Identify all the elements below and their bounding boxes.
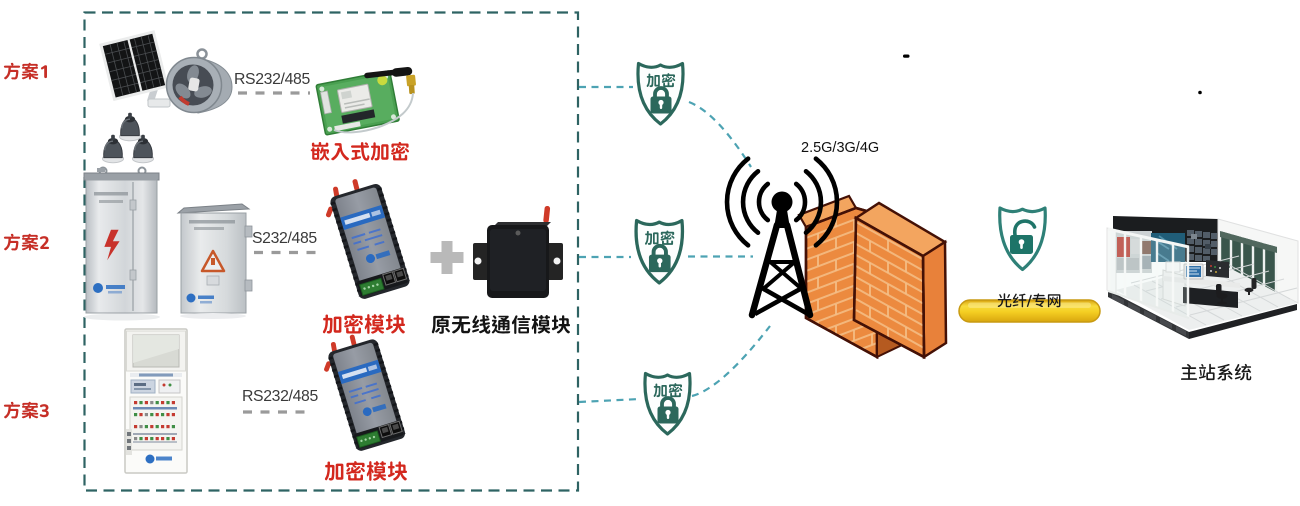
svg-text:RS232/485: RS232/485 [234, 71, 310, 88]
svg-text:S232/485: S232/485 [252, 230, 317, 247]
svg-text:RS232/485: RS232/485 [242, 388, 318, 405]
svg-text:2.5G/3G/4G: 2.5G/3G/4G [801, 140, 879, 156]
